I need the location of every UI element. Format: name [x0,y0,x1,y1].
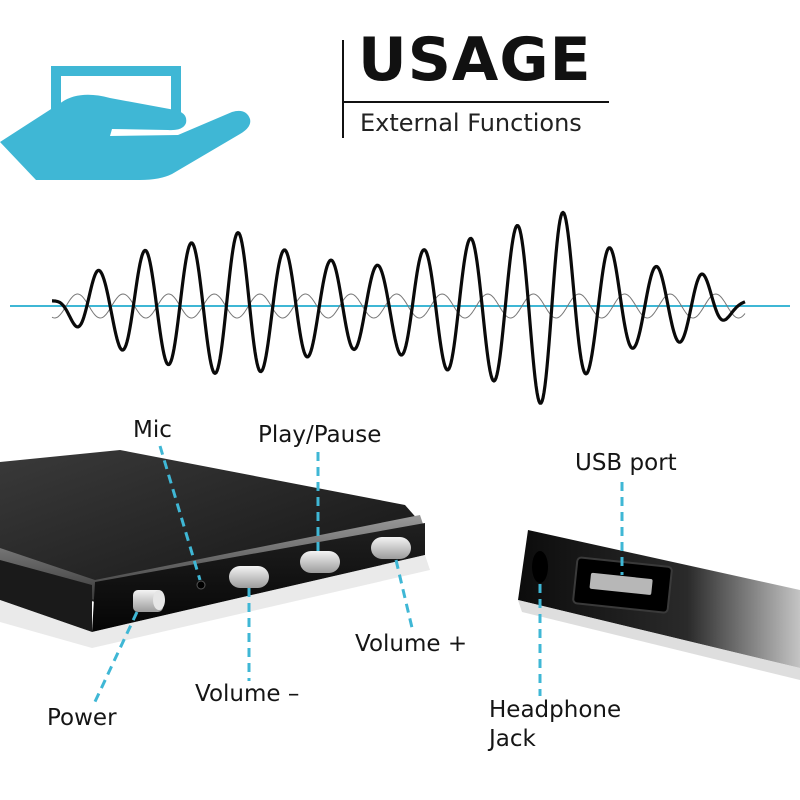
label-headphone-jack: Headphone Jack [489,697,622,752]
label-power: Power [47,705,117,731]
headphone-jack-port [532,551,548,583]
waveform-thin [51,293,746,319]
volume-plus-button [371,537,411,559]
power-button [133,590,165,612]
page-subtitle: External Functions [360,109,582,137]
leader-mic [158,445,202,581]
label-mic: Mic [133,417,172,443]
label-volume-minus: Volume – [195,681,300,707]
mic-hole [196,580,206,590]
volume-minus-button [229,566,269,588]
waveform-main [51,210,746,405]
external-drive-side [518,530,800,680]
external-drive-front [0,450,430,648]
play-pause-button [300,551,340,573]
leader-volume-plus [394,559,415,633]
label-volume-plus: Volume + [355,631,468,657]
callout-leaders [91,445,624,707]
page-title: USAGE [358,25,592,95]
label-play-pause: Play/Pause [258,422,382,448]
hand-holding-device-icon [0,66,251,180]
leader-power [91,611,139,707]
usb-port [572,556,673,614]
label-usb-port: USB port [575,450,677,476]
